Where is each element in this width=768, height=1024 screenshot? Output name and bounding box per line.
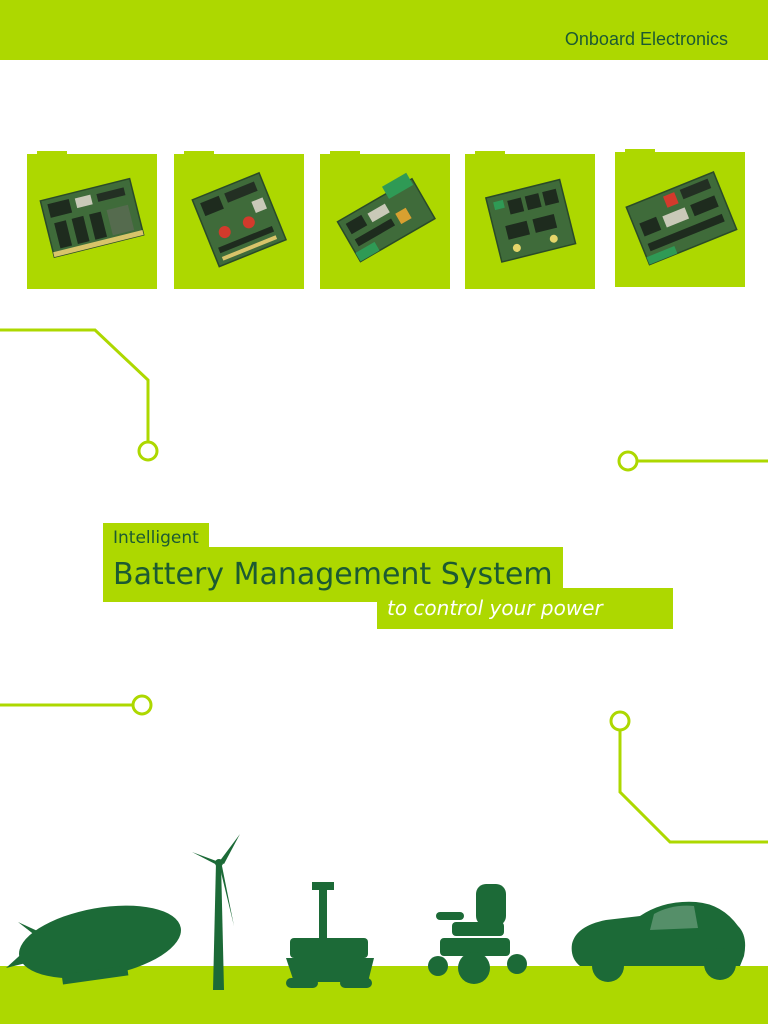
product-card-1 [27, 151, 157, 289]
product-card-3 [320, 151, 450, 289]
robot-icon [286, 882, 374, 988]
trace-node-2 [617, 450, 639, 472]
section-label: Onboard Electronics [564, 29, 728, 49]
trace-node-1 [137, 440, 159, 462]
product-card-5 [615, 149, 745, 287]
title-tagline: to control your power [377, 588, 673, 629]
circuit-board-icon [39, 177, 145, 259]
title-kicker: Intelligent [103, 523, 209, 551]
trace-node-4 [609, 710, 631, 732]
ground-strip [0, 966, 768, 1024]
power-wheelchair-icon [428, 884, 527, 984]
circuit-board-icon [625, 170, 738, 266]
circuit-trace-4 [618, 730, 768, 844]
airship-icon [6, 905, 181, 985]
header-bar: Onboard Electronics [0, 0, 768, 60]
car-icon [571, 901, 746, 982]
circuit-board-icon [484, 178, 577, 263]
wind-turbine-icon [192, 834, 240, 990]
circuit-board-icon [336, 172, 436, 263]
circuit-trace-1 [0, 328, 150, 441]
trace-node-3 [131, 694, 153, 716]
product-card-4 [465, 151, 595, 289]
circuit-board-icon [191, 171, 288, 268]
product-card-2 [174, 151, 304, 289]
